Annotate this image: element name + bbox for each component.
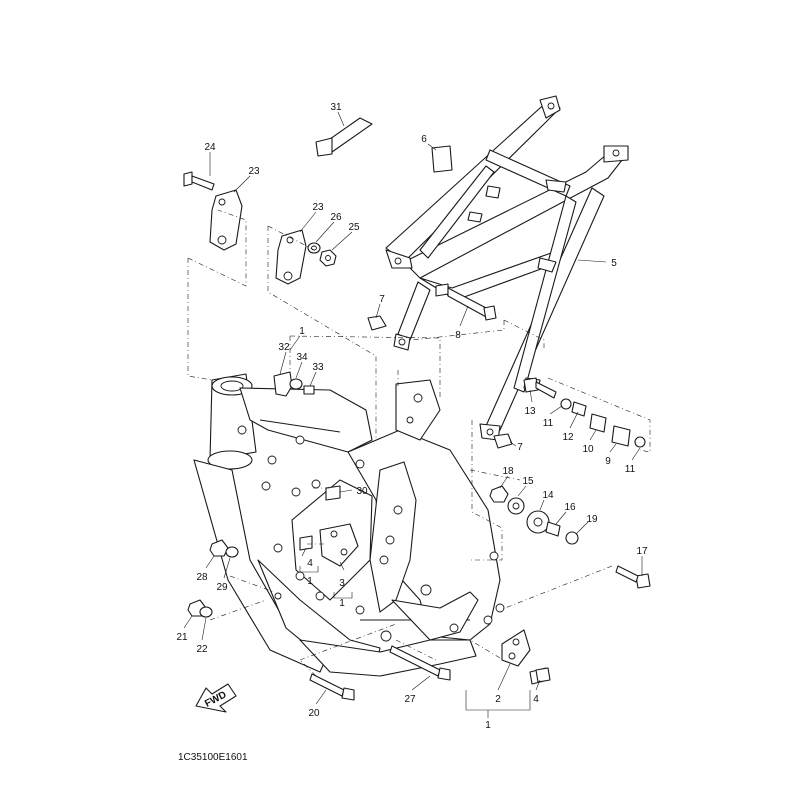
callout-31: 31 — [330, 102, 342, 113]
callout-5: 5 — [611, 258, 617, 269]
callout-20: 20 — [308, 708, 320, 719]
callout-6: 6 — [421, 134, 427, 145]
callout-23-right: 23 — [312, 202, 324, 213]
callout-12: 12 — [562, 432, 574, 443]
callout-34: 34 — [296, 352, 308, 363]
callout-13: 13 — [524, 406, 536, 417]
callout-21: 21 — [176, 632, 188, 643]
callout-16: 16 — [564, 502, 576, 513]
callout-7-lower: 7 — [517, 442, 523, 453]
bolt-24 — [183, 171, 215, 191]
callout-11-upper: 11 — [543, 418, 554, 429]
bracket-3 — [299, 523, 359, 567]
callout-3: 3 — [339, 578, 345, 589]
callout-22: 22 — [196, 644, 208, 655]
callout-25: 25 — [348, 222, 360, 233]
bolt-8 — [435, 283, 497, 321]
callout-4-right: 4 — [533, 694, 539, 705]
callout-7-upper: 7 — [379, 294, 385, 305]
callout-17: 17 — [636, 546, 648, 557]
bolt-7-lower — [493, 433, 513, 449]
callout-8: 8 — [455, 330, 461, 341]
bolt-17 — [615, 565, 651, 589]
washer-29 — [225, 546, 239, 558]
callout-18: 18 — [502, 466, 514, 477]
callout-9: 9 — [605, 456, 611, 467]
bushing-10 — [589, 413, 607, 433]
main-frame-part — [193, 373, 505, 677]
washer-11-upper — [560, 398, 572, 410]
bolt-4-lower — [535, 667, 551, 683]
bracket-23-left — [209, 189, 243, 251]
callout-28: 28 — [196, 572, 208, 583]
part-6-shape — [431, 145, 453, 173]
bolt-33 — [303, 385, 315, 395]
diagram-code: 1C35100E1601 — [178, 752, 248, 763]
collar-16 — [545, 521, 561, 537]
bushing-9 — [611, 425, 631, 447]
callout-1-top: 1 — [299, 326, 305, 337]
nut-18 — [489, 485, 509, 503]
callout-10: 10 — [582, 444, 594, 455]
part-32-shape — [273, 371, 293, 397]
bolt-13 — [523, 377, 557, 399]
callout-1-mid: 1 — [339, 598, 345, 609]
callout-24: 24 — [204, 142, 216, 153]
nut-28 — [209, 539, 229, 557]
callout-15: 15 — [522, 476, 534, 487]
callout-19: 19 — [586, 514, 598, 525]
fwd-arrow: FWD — [195, 683, 237, 713]
callout-30: 30 — [356, 486, 368, 497]
callout-33: 33 — [312, 362, 324, 373]
callout-23-left: 23 — [248, 166, 260, 177]
callout-14: 14 — [542, 490, 554, 501]
callout-27: 27 — [404, 694, 416, 705]
bolt-7-upper — [367, 315, 387, 331]
washer-11-lower — [634, 436, 646, 448]
callout-1-bottom: 1 — [485, 720, 491, 731]
collar-12 — [571, 401, 587, 417]
callout-32: 32 — [278, 342, 290, 353]
callout-1-left: 1 — [307, 576, 313, 587]
bracket-23-right — [275, 229, 307, 285]
callout-11-lower: 11 — [625, 464, 636, 475]
bolt-27 — [389, 645, 451, 681]
bolt-20 — [309, 673, 355, 701]
callout-26: 26 — [330, 212, 342, 223]
assembly-lines — [187, 209, 651, 677]
bolt-30 — [325, 485, 341, 501]
washer-19 — [565, 531, 579, 545]
washer-22 — [199, 606, 213, 618]
callout-2: 2 — [495, 694, 501, 705]
washer-34 — [289, 378, 303, 390]
callout-29: 29 — [216, 582, 228, 593]
callout-4-left: 4 — [307, 558, 313, 569]
part-31-shape — [315, 117, 373, 157]
leader-lines — [183, 111, 643, 718]
rear-frame-part — [385, 95, 629, 441]
callouts: 31 6 24 23 23 26 25 5 7 8 1 32 34 33 13 … — [176, 102, 648, 731]
